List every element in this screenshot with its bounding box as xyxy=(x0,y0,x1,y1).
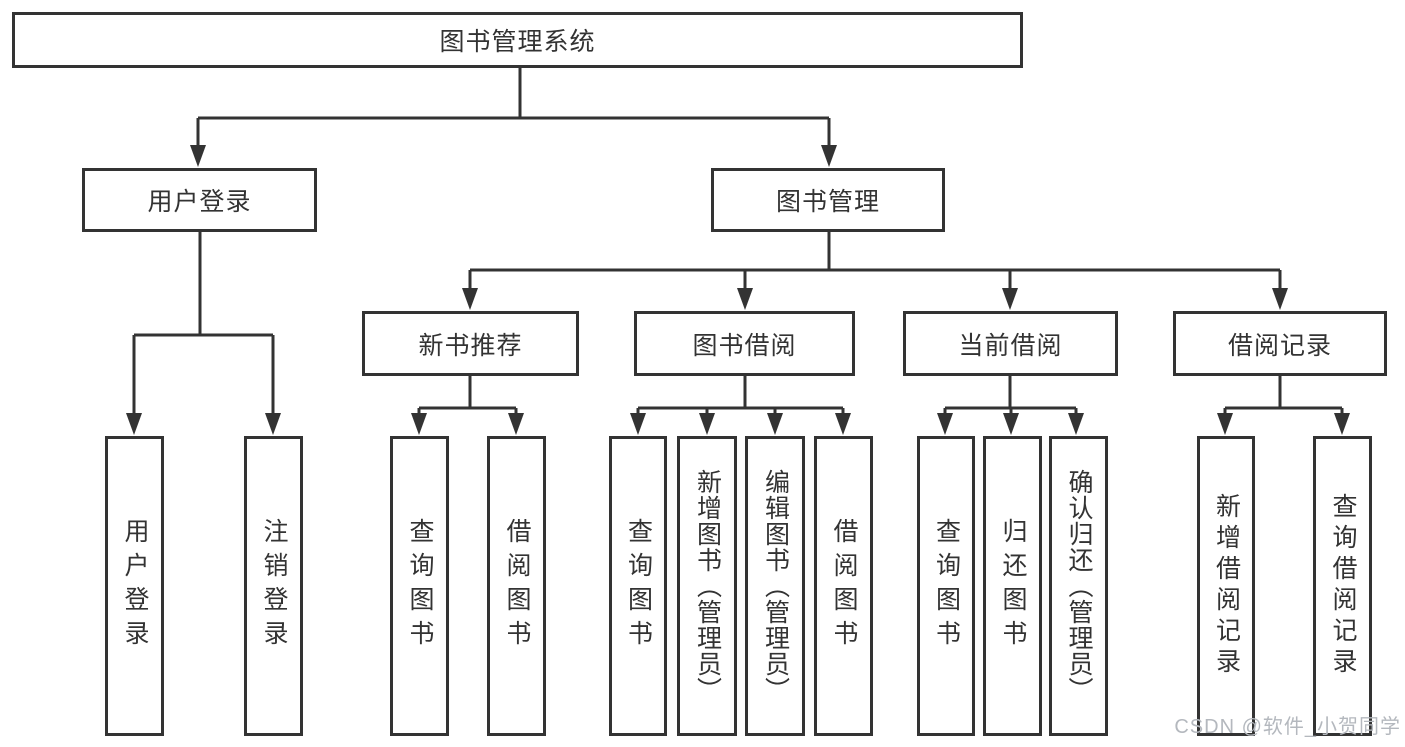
leaf-current-return-books: 归还图书 xyxy=(983,436,1042,736)
leaf-label: 新增图书（管理员） xyxy=(693,469,722,703)
leaf-label: 查询图书 xyxy=(624,518,653,654)
node-new-book-recommend: 新书推荐 xyxy=(362,311,579,376)
node-root: 图书管理系统 xyxy=(12,12,1023,68)
leaf-label: 注销登录 xyxy=(260,518,288,654)
leaf-borrow-borrow-books: 借阅图书 xyxy=(814,436,873,736)
leaf-current-confirm-return-admin: 确认归还（管理员） xyxy=(1049,436,1108,736)
leaf-label: 查询图书 xyxy=(932,518,961,654)
leaf-label: 借阅图书 xyxy=(830,518,858,654)
leaf-user-login: 用户登录 xyxy=(105,436,164,736)
node-user-login: 用户登录 xyxy=(82,168,317,232)
leaf-current-query-books: 查询图书 xyxy=(917,436,975,736)
leaf-label: 查询借阅记录 xyxy=(1329,493,1357,679)
leaf-label: 编辑图书（管理员） xyxy=(761,469,790,703)
leaf-recommend-query-books: 查询图书 xyxy=(390,436,449,736)
node-book-borrow: 图书借阅 xyxy=(634,311,855,376)
watermark-text: CSDN @软件_小贺同学 xyxy=(1174,716,1401,738)
node-book-management: 图书管理 xyxy=(711,168,945,232)
leaf-label: 用户登录 xyxy=(121,518,149,654)
leaf-label: 新增借阅记录 xyxy=(1212,493,1241,679)
leaf-logout: 注销登录 xyxy=(244,436,303,736)
leaf-label: 查询图书 xyxy=(406,518,434,654)
leaf-label: 借阅图书 xyxy=(503,518,531,654)
arrowheads xyxy=(126,145,1350,435)
leaf-label: 归还图书 xyxy=(999,518,1027,654)
leaf-recommend-borrow-books: 借阅图书 xyxy=(487,436,546,736)
leaf-records-add-borrow-record: 新增借阅记录 xyxy=(1197,436,1255,736)
leaf-borrow-add-books-admin: 新增图书（管理员） xyxy=(677,436,737,736)
node-current-borrow: 当前借阅 xyxy=(903,311,1118,376)
node-borrow-records: 借阅记录 xyxy=(1173,311,1387,376)
leaf-label: 确认归还（管理员） xyxy=(1065,469,1093,703)
leaf-records-query-borrow-record: 查询借阅记录 xyxy=(1313,436,1372,736)
leaf-borrow-query-books: 查询图书 xyxy=(609,436,667,736)
leaf-borrow-edit-books-admin: 编辑图书（管理员） xyxy=(745,436,805,736)
